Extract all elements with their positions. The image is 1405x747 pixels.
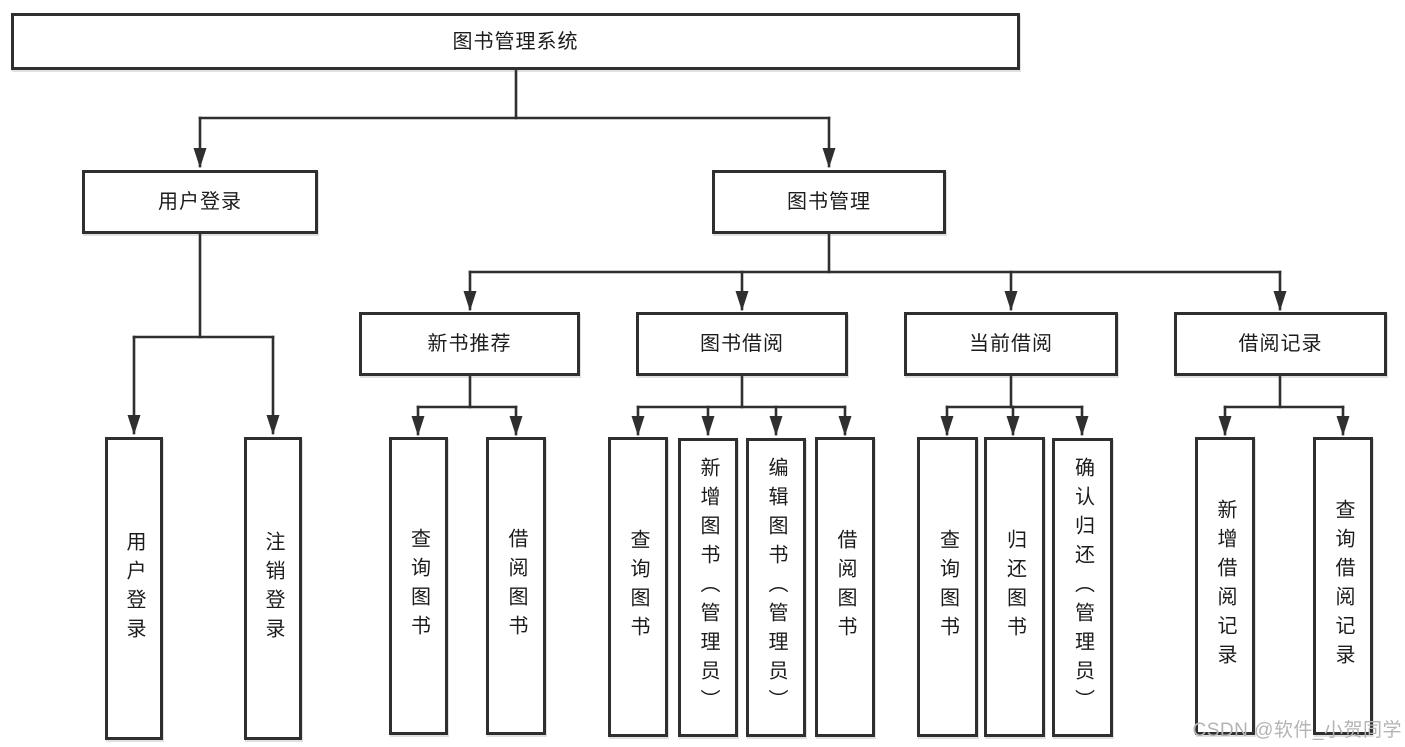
csdn-watermark: CSDN @软件_小贺同学 bbox=[1192, 720, 1402, 741]
node-user-login-label: 用户登录 bbox=[158, 191, 242, 213]
leaf-records-query-record-label: 查询借阅记录 bbox=[1332, 499, 1354, 673]
node-current-borrow-label: 当前借阅 bbox=[969, 333, 1053, 355]
leaf-borrow-add-books-admin: 新增图书（管理员） bbox=[678, 438, 738, 737]
leaf-current-confirm-return-admin-label: 确认归还（管理员） bbox=[1071, 457, 1094, 718]
node-new-book-recommend: 新书推荐 bbox=[359, 312, 580, 376]
leaf-records-query-record: 查询借阅记录 bbox=[1313, 437, 1373, 735]
node-book-management-label: 图书管理 bbox=[787, 191, 871, 213]
leaf-logout: 注销登录 bbox=[244, 437, 302, 740]
leaf-recommend-query-books-label: 查询图书 bbox=[407, 528, 430, 644]
leaf-logout-label: 注销登录 bbox=[262, 530, 284, 647]
node-book-borrow-label: 图书借阅 bbox=[700, 333, 784, 355]
leaf-records-add-record: 新增借阅记录 bbox=[1195, 437, 1255, 735]
node-book-management: 图书管理 bbox=[712, 170, 946, 234]
node-user-login: 用户登录 bbox=[82, 170, 318, 234]
node-borrow-records-label: 借阅记录 bbox=[1238, 333, 1323, 355]
leaf-current-return-books: 归还图书 bbox=[984, 437, 1045, 737]
leaf-records-add-record-label: 新增借阅记录 bbox=[1214, 499, 1236, 673]
leaf-current-query-books-label: 查询图书 bbox=[936, 529, 959, 645]
leaf-borrow-query-books-label: 查询图书 bbox=[627, 529, 649, 645]
leaf-borrow-edit-books-admin: 编辑图书（管理员） bbox=[746, 438, 806, 737]
node-root-label: 图书管理系统 bbox=[452, 30, 579, 53]
node-new-book-recommend-label: 新书推荐 bbox=[427, 333, 512, 355]
leaf-borrow-borrow-books-label: 借阅图书 bbox=[834, 529, 856, 645]
node-current-borrow: 当前借阅 bbox=[904, 312, 1118, 376]
leaf-borrow-edit-books-admin-label: 编辑图书（管理员） bbox=[765, 457, 787, 718]
node-root: 图书管理系统 bbox=[11, 13, 1020, 70]
leaf-borrow-add-books-admin-label: 新增图书（管理员） bbox=[697, 457, 719, 718]
node-book-borrow: 图书借阅 bbox=[636, 312, 848, 376]
leaf-current-return-books-label: 归还图书 bbox=[1003, 529, 1026, 645]
leaf-recommend-borrow-books: 借阅图书 bbox=[486, 437, 546, 735]
leaf-user-login: 用户登录 bbox=[105, 437, 163, 740]
node-borrow-records: 借阅记录 bbox=[1174, 312, 1387, 376]
leaf-current-confirm-return-admin: 确认归还（管理员） bbox=[1052, 438, 1113, 737]
leaf-recommend-query-books: 查询图书 bbox=[389, 437, 448, 735]
leaf-user-login-label: 用户登录 bbox=[123, 530, 145, 647]
leaf-borrow-query-books: 查询图书 bbox=[608, 437, 668, 737]
leaf-borrow-borrow-books: 借阅图书 bbox=[815, 437, 875, 737]
leaf-recommend-borrow-books-label: 借阅图书 bbox=[505, 528, 527, 644]
leaf-current-query-books: 查询图书 bbox=[917, 437, 978, 737]
